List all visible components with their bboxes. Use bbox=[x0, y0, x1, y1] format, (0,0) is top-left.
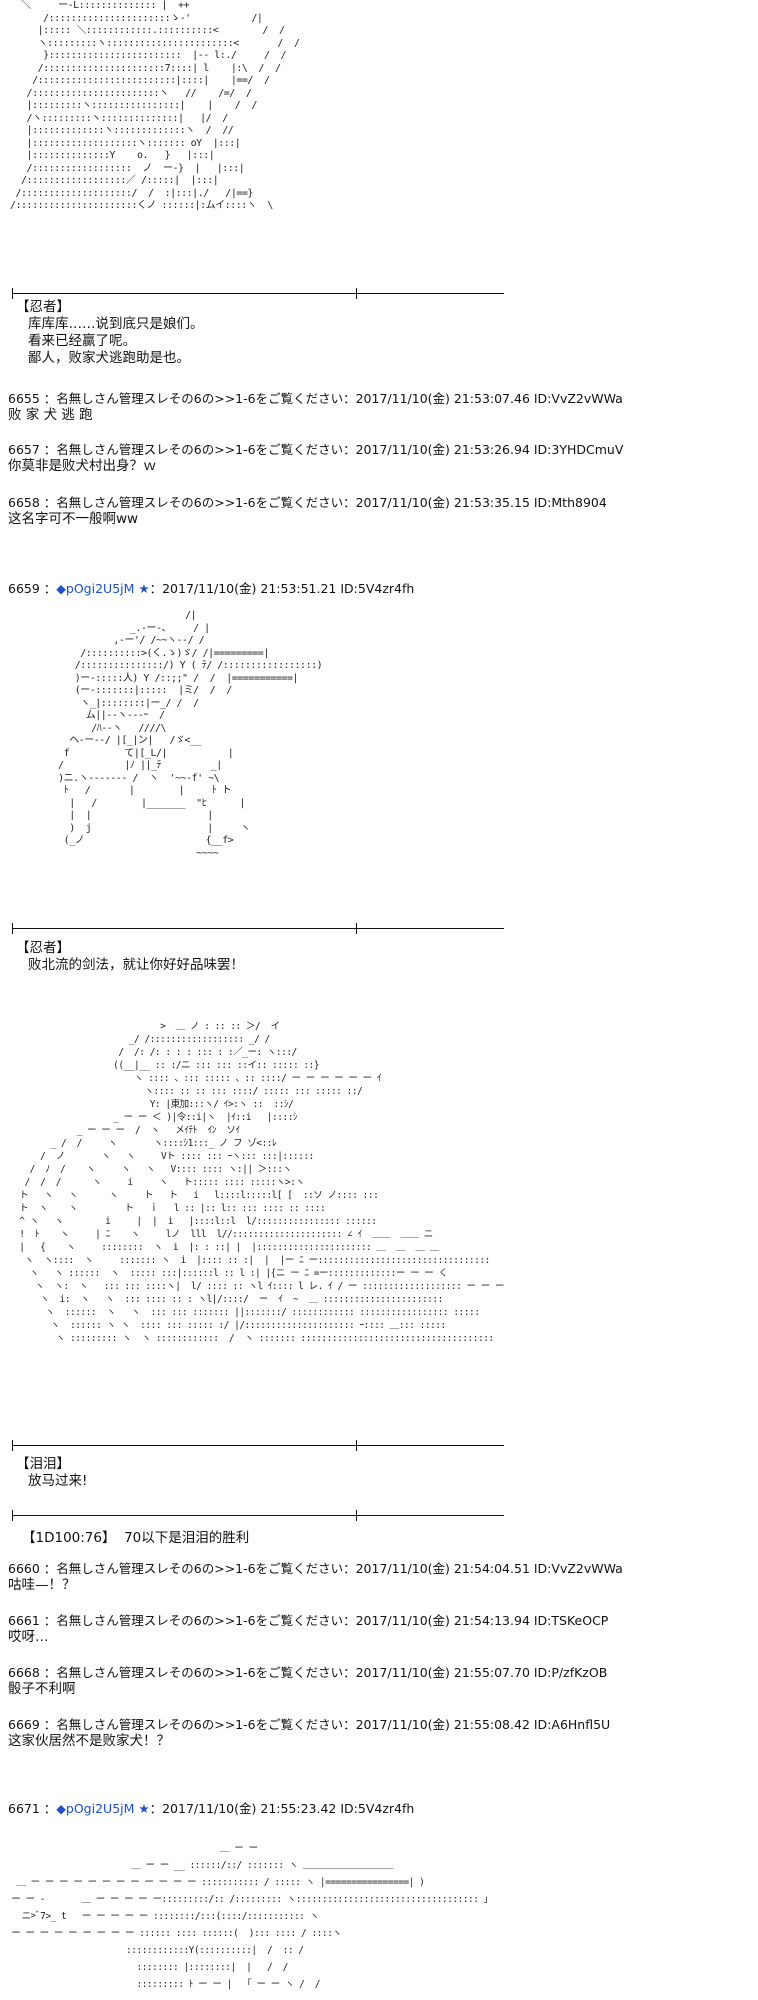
ascii-art-leilei: > ＿ ノ : :: :: ＞/ イ _/ /:::::::::::::::::… bbox=[19, 1021, 504, 1344]
comment-post: 6669 ：名無しさん管理スレその6の>>1-6をご覧ください：2017/11/… bbox=[8, 1717, 610, 1749]
post-header: 6657 ：名無しさん管理スレその6の>>1-6をご覧ください：2017/11/… bbox=[8, 442, 624, 457]
divider-rule bbox=[12, 923, 504, 934]
divider-rule bbox=[12, 288, 504, 299]
post-meta: ：2017/11/10(金) 21:55:23.42 ID:5V4zr4fh bbox=[149, 1801, 415, 1816]
dialog-block: 【忍者】 库库库……说到底只是娘们。 看来已经赢了呢。 鄙人，败家犬逃跑助是也。 bbox=[16, 299, 204, 367]
dice-result: 【1D100:76】 bbox=[22, 1530, 116, 1546]
post-meta: ：2017/11/10(金) 21:53:51.21 ID:5V4zr4fh bbox=[149, 581, 415, 596]
dialog-line: 看来已经赢了呢。 bbox=[28, 333, 136, 349]
post-body: 骰子不利啊 bbox=[8, 1681, 76, 1697]
post-header: 6668 ：名無しさん管理スレその6の>>1-6をご覧ください：2017/11/… bbox=[8, 1665, 608, 1680]
comment-post: 6655 ：名無しさん管理スレその6の>>1-6をご覧ください：2017/11/… bbox=[8, 391, 623, 423]
post-header: 6661 ：名無しさん管理スレその6の>>1-6をご覧ください：2017/11/… bbox=[8, 1613, 609, 1628]
ascii-art-ninja: ＼ ー-L:::::::::::::: | ++ /::::::::::::::… bbox=[10, 0, 300, 211]
comment-post: 6661 ：名無しさん管理スレその6の>>1-6をご覧ください：2017/11/… bbox=[8, 1613, 608, 1645]
post-body: 你莫非是败犬村出身？ｗ bbox=[8, 458, 157, 474]
speaker-name: 【忍者】 bbox=[16, 299, 70, 315]
post-number: 6671 ： bbox=[8, 1801, 57, 1816]
dialog-line: 库库库……说到底只是娘们。 bbox=[28, 316, 204, 332]
comment-post: 6657 ：名無しさん管理スレその6の>>1-6をご覧ください：2017/11/… bbox=[8, 442, 623, 474]
speaker-name: 【泪泪】 bbox=[16, 1456, 70, 1472]
author-post-header: 6659 ：◆pOgi2U5jM ★：2017/11/10(金) 21:53:5… bbox=[8, 581, 414, 597]
post-header: 6658 ：名無しさん管理スレその6の>>1-6をご覧ください：2017/11/… bbox=[8, 495, 607, 510]
comment-post: 6660 ：名無しさん管理スレその6の>>1-6をご覧ください：2017/11/… bbox=[8, 1561, 623, 1593]
post-header: 6660 ：名無しさん管理スレその6の>>1-6をご覧ください：2017/11/… bbox=[8, 1561, 623, 1576]
post-body: 这家伙居然不是败家犬！？ bbox=[8, 1733, 170, 1749]
post-body: 哎呀… bbox=[8, 1629, 49, 1645]
dice-roll: 【1D100:76】 70以下是泪泪的胜利 bbox=[22, 1526, 249, 1546]
divider-rule bbox=[12, 1510, 504, 1521]
divider-rule bbox=[12, 1440, 504, 1451]
post-body: 这名字可不一般啊ww bbox=[8, 511, 139, 527]
comment-post: 6668 ：名無しさん管理スレその6の>>1-6をご覧ください：2017/11/… bbox=[8, 1665, 607, 1697]
dialog-line: 放马过来! bbox=[28, 1473, 88, 1489]
comment-post: 6658 ：名無しさん管理スレその6の>>1-6をご覧ください：2017/11/… bbox=[8, 495, 607, 527]
dialog-block: 【忍者】 败北流的剑法，就让你好好品味罢！ bbox=[16, 940, 244, 974]
dice-note: 70以下是泪泪的胜利 bbox=[124, 1530, 250, 1546]
author-post-header: 6671 ：◆pOgi2U5jM ★：2017/11/10(金) 21:55:2… bbox=[8, 1801, 414, 1817]
post-header: 6655 ：名無しさん管理スレその6の>>1-6をご覧ください：2017/11/… bbox=[8, 391, 623, 406]
post-header: 6669 ：名無しさん管理スレその6の>>1-6をご覧ください：2017/11/… bbox=[8, 1717, 611, 1732]
dialog-line: 败北流的剑法，就让你好好品味罢！ bbox=[28, 957, 244, 973]
post-body: 咕哇—！？ bbox=[8, 1577, 76, 1593]
author-trip: ◆pOgi2U5jM ★ bbox=[56, 581, 150, 596]
post-number: 6659 ： bbox=[8, 581, 57, 596]
dialog-block: 【泪泪】 放马过来! bbox=[16, 1456, 87, 1490]
ascii-art-ninja-stance: /| _.-ー‐、 / | ,-ー'/ /~~ヽ--/ / /:::::::::… bbox=[58, 610, 323, 859]
ascii-art-ninja-sword: ＿ ー ー ＿ ー ー __ ::::::/::/ ::::::: ヽ ＿＿＿＿… bbox=[11, 1843, 488, 1990]
post-body: 败 家 犬 逃 跑 bbox=[8, 407, 93, 423]
author-trip: ◆pOgi2U5jM ★ bbox=[56, 1801, 150, 1816]
speaker-name: 【忍者】 bbox=[16, 940, 70, 956]
dialog-line: 鄙人，败家犬逃跑助是也。 bbox=[28, 350, 190, 366]
